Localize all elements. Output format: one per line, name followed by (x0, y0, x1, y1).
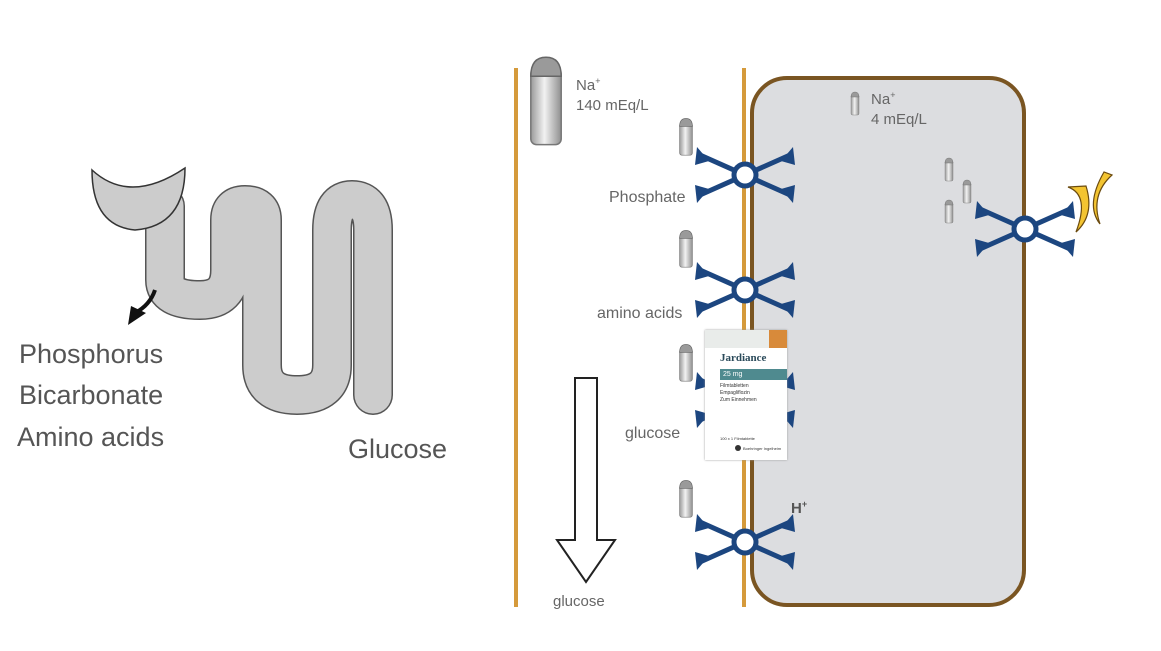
box-line-3: Zum Einnehmen (720, 397, 757, 403)
banana-icon (1067, 171, 1114, 233)
label-amino-acids: Amino acids (17, 422, 165, 452)
box-dose: 25 mg (723, 371, 743, 378)
jardiance-box: Jardiance 25 mg Filmtabletten Empagliflo… (705, 330, 787, 460)
lumen-na-label: Na+ 140 mEq/L (576, 76, 649, 114)
salt-shaker-cell-3 (962, 179, 972, 204)
label-amino-acids-transporter: amino acids (597, 305, 683, 322)
label-glucose-excreted: glucose (553, 593, 605, 610)
box-brand: Jardiance (720, 352, 767, 364)
label-phosphate: Phosphate (609, 189, 686, 206)
box-line-2: Empagliflozin (720, 390, 750, 396)
label-h-plus: H+ (791, 499, 808, 517)
label-glucose-transporter: glucose (625, 425, 681, 442)
salt-shaker-large (530, 56, 562, 146)
glucose-excretion-arrow (555, 377, 617, 584)
box-line-1: Filmtabletten (720, 383, 749, 389)
salt-shaker-hplus (679, 480, 693, 518)
salt-shaker-glucose (679, 344, 693, 382)
cell-na-label: Na+ 4 mEq/L (871, 90, 927, 128)
salt-shaker-cell (850, 91, 860, 116)
salt-shaker-amino (679, 230, 693, 268)
boehringer-logo-icon (735, 445, 741, 451)
salt-shaker-cell-4 (944, 199, 954, 224)
label-phosphorus: Phosphorus (19, 339, 164, 369)
label-bicarbonate: Bicarbonate (19, 380, 164, 410)
box-count: 100 x 1 Filmtablette (720, 436, 755, 441)
label-glucose-big: Glucose (348, 434, 448, 464)
intestine-illustration (91, 166, 393, 415)
stomach-shape (91, 166, 186, 231)
box-maker: Boehringer Ingelheim (743, 446, 782, 451)
absorption-arrow (128, 306, 146, 325)
salt-shaker-phosphate (679, 118, 693, 156)
salt-shaker-cell-2 (944, 157, 954, 182)
